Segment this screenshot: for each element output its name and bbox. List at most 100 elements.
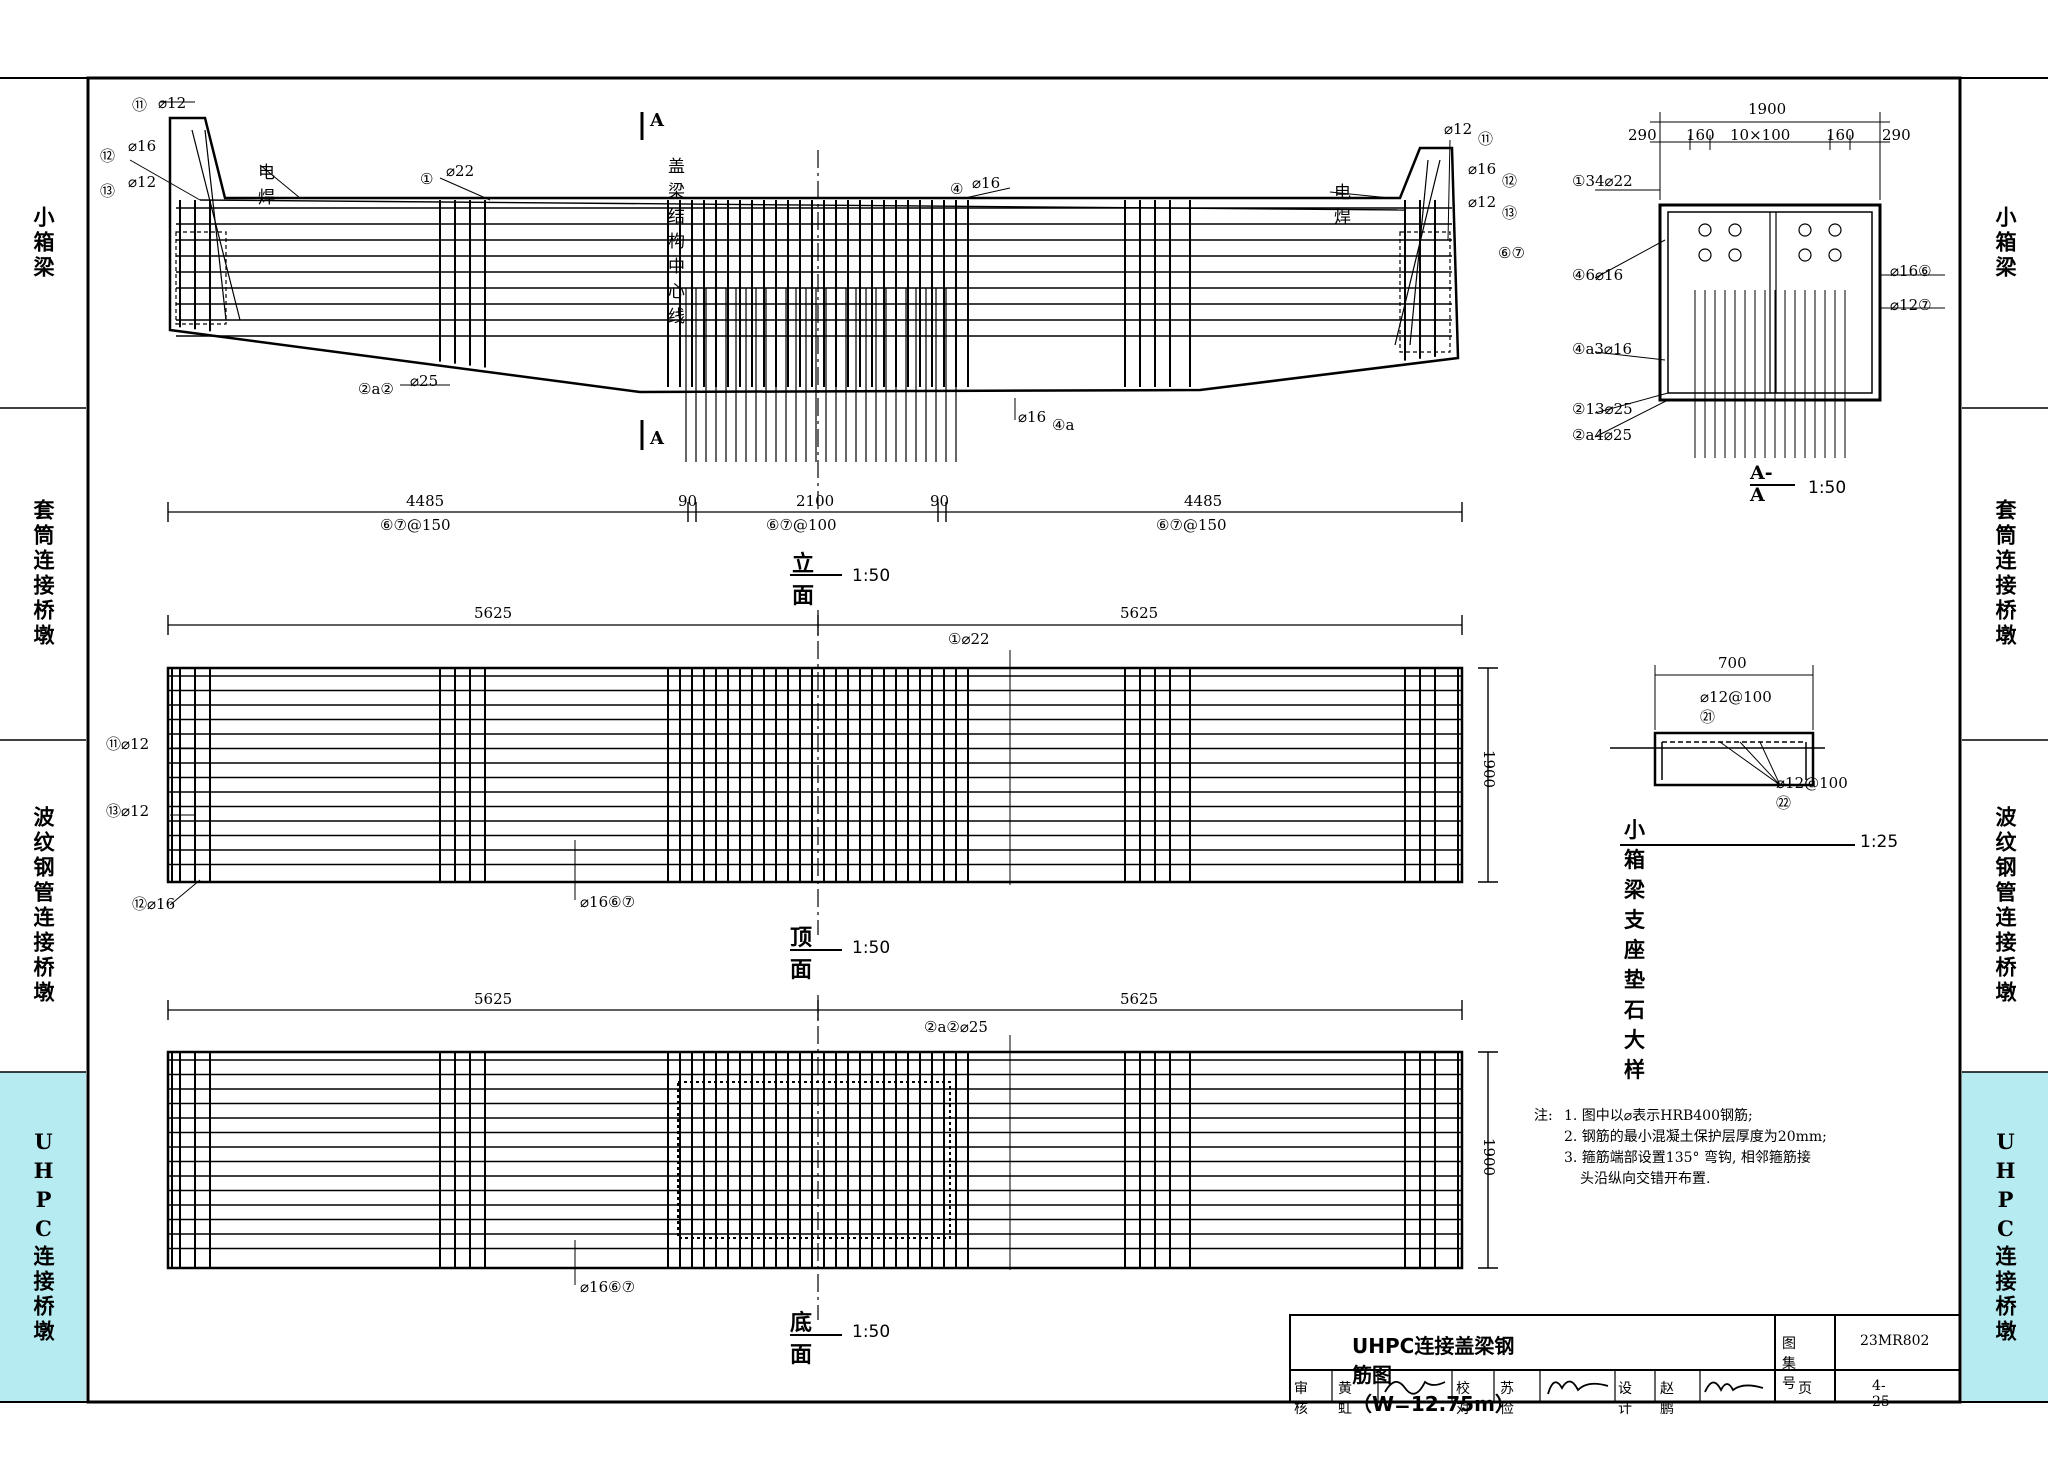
design-label: 设计 [1618,1381,1632,1417]
callout-12-left: ⑫ [100,147,116,165]
section-anchor-bolt [1828,223,1842,237]
callout-13-right-bar: ⌀12 [1468,193,1497,211]
bearing-detail [1610,665,1855,846]
side-tab-sleeve-pier-right: 套筒连接桥墩 [1962,408,2048,740]
bearing-callout-22: ⌀12@100㉒ [1776,774,1848,812]
title-block-row-dividers [1331,1370,1701,1402]
callout-4a-bar: ⌀16 [1018,408,1047,426]
side-tab-corrugated-pier-left: 波纹钢管连接桥墩 [0,740,86,1072]
side-tab-uhpc-pier-left: UHPC连接桥墩 [0,1072,86,1402]
section-anchor-bolt [1798,248,1812,262]
section-callout-2a: ②a4⌀25 [1572,426,1633,444]
callout-4: ④ [950,180,964,198]
callout-2a2-bar: ⌀25 [410,372,439,390]
top-view-title: 顶面 [790,925,813,983]
section-anchor-bolt [1728,248,1742,262]
bearing-dim: 700 [1718,654,1747,672]
side-tab-small-box-girder-right: 小箱梁 [1962,78,2048,408]
section-callout-7: ⌀12⑦ [1890,296,1932,314]
dim-gap-1: 90 [678,492,698,510]
side-tab-label: 波纹钢管连接桥墩 [1993,806,2018,1006]
top-dim-left: 5625 [474,604,513,622]
dim-right-spacing: ⑥⑦@150 [1156,516,1227,534]
callout-13-left-bar: ⌀12 [128,173,157,191]
elevation-top-bar [199,199,1406,211]
section-mark-bottom: A [650,428,664,449]
callout-2a2: ②a② [358,380,394,398]
side-tab-label: 套筒连接桥墩 [31,499,56,649]
bottom-dim-side: 1900 [1480,1137,1499,1177]
section-anchor-bolt [1828,248,1842,262]
bottom-view-scale: 1:50 [852,1322,891,1342]
title-block-frame [1289,1314,1961,1403]
side-tab-label: 波纹钢管连接桥墩 [31,806,56,1006]
callout-12-left-bar: ⌀16 [128,137,157,155]
callout-11-right-bar: ⌀12 [1444,120,1473,138]
note-3: 3. 箍筋端部设置135° 弯钩, 相邻箍筋接 [1564,1150,1811,1166]
elevation-scale: 1:50 [852,566,891,586]
section-sub-dim-5: 290 [1882,126,1911,144]
callout-13-left: ⑬ [100,182,116,200]
top-dim-right: 5625 [1120,604,1159,622]
section-anchor-bolt [1798,223,1812,237]
note-2: 2. 钢筋的最小混凝土保护层厚度为20mm; [1564,1129,1827,1145]
dim-gap-2: 90 [930,492,950,510]
note-1: 1. 图中以⌀表示HRB400钢筋; [1564,1108,1753,1124]
callout-12-right: ⑫ [1502,172,1518,190]
elevation-view [129,101,1463,576]
top-view-scale: 1:50 [852,938,891,958]
dim-right: 4485 [1184,492,1223,510]
section-anchor-bolt [1698,223,1712,237]
side-tab-corrugated-pier-right: 波纹钢管连接桥墩 [1962,740,2048,1072]
dim-left-spacing: ⑥⑦@150 [380,516,451,534]
bottom-view [166,995,1498,1336]
checker-name: 苏俭 [1500,1381,1514,1417]
top-callout-1: ①⌀22 [948,630,990,648]
bearing-title: 小箱梁支座垫石大样 [1624,817,1645,1082]
designer-name: 赵鹏 [1660,1381,1674,1417]
section-callout-4: ④6⌀16 [1572,266,1624,284]
callout-12-right-bar: ⌀16 [1468,160,1497,178]
side-tab-sleeve-pier-left: 套筒连接桥墩 [0,408,86,740]
section-a-a-view [1594,112,1945,486]
side-tab-label: 小箱梁 [1993,205,2018,281]
top-callout-13: ⑬⌀12 [106,802,150,820]
section-top-dim: 1900 [1748,100,1787,118]
callout-11-left: ⑪ [132,96,148,114]
bottom-view-title: 底面 [790,1310,813,1368]
callout-1: ① [420,170,434,188]
bottom-dim-right: 5625 [1120,990,1159,1008]
page-number: 4-25 [1872,1378,1890,1410]
bearing-callout-21: ⌀12@100㉑ [1700,688,1772,726]
weld-label-left: 电焊 [258,163,275,208]
section-sub-dim-2: 160 [1686,126,1715,144]
check-label: 校对 [1456,1381,1470,1417]
dim-mid: 2100 [796,492,835,510]
bottom-callout-2: ②a②⌀25 [924,1018,988,1036]
drawing-title: UHPC连接盖梁钢筋图（W=12.75m） [1352,1334,1515,1416]
section-callout-6: ⌀16⑥ [1890,262,1932,280]
section-sub-dim-1: 290 [1628,126,1657,144]
section-scale: 1:50 [1808,478,1847,498]
notes-head: 注: [1534,1108,1553,1124]
atlas-label: 图集号 [1782,1336,1796,1392]
reviewer-name: 黄虹 [1338,1381,1352,1417]
signatures [1384,1380,1764,1395]
callout-4-bar: ⌀16 [972,174,1001,192]
dim-mid-spacing: ⑥⑦@100 [766,516,837,534]
section-callout-2: ②13⌀25 [1572,400,1633,418]
top-callout-11: ⑪⌀12 [106,735,150,753]
callout-13-right: ⑬ [1502,204,1518,222]
centerline-label: 盖梁结构中心线 [668,157,685,327]
side-tab-label: UHPC连接桥墩 [1993,1129,2018,1345]
section-anchor-bolt [1728,223,1742,237]
top-callout-12: ⑫⌀16 [132,895,176,913]
bottom-dim-left: 5625 [474,990,513,1008]
page-label: 页 [1798,1381,1812,1397]
top-dim-side: 1900 [1480,749,1499,789]
atlas-number: 23MR802 [1860,1333,1930,1349]
bearing-scale: 1:25 [1860,832,1899,852]
section-anchor-bolt [1698,248,1712,262]
callout-11-right: ⑪ [1478,130,1494,148]
